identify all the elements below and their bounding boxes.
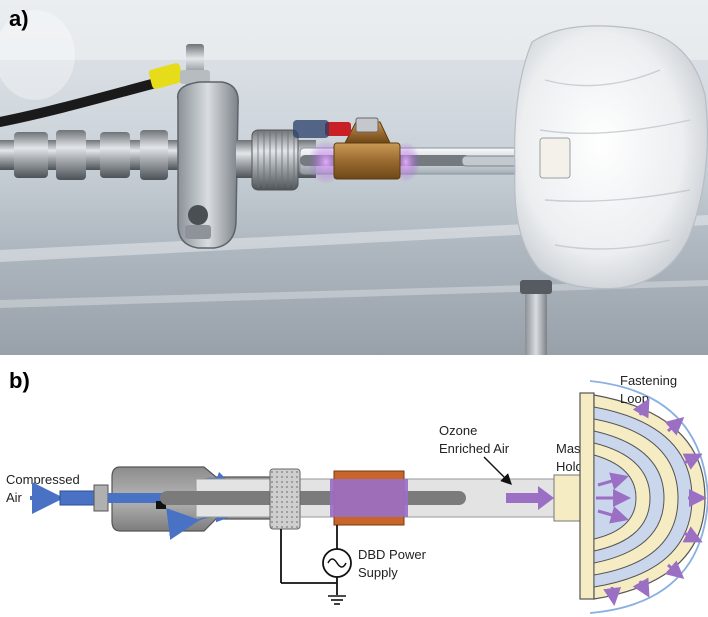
ozone-diffusion-arrow <box>682 453 703 470</box>
fitting-nut <box>14 132 48 178</box>
ozone-diffusion-arrow <box>632 398 650 419</box>
compressed-air-label-line2: Air <box>6 490 23 505</box>
inner-electrode <box>160 491 466 505</box>
flange-hole <box>188 205 208 225</box>
electrode-screw <box>355 117 379 133</box>
mask-holder <box>539 137 571 179</box>
schematic-diagram: Compressed Air DBD Power Supply Ozone En… <box>6 373 708 614</box>
fitting-nut <box>140 130 168 180</box>
cable-sleeve-yellow <box>148 63 184 89</box>
ozone-diffusion-arrow <box>664 560 685 579</box>
ozone-diffusion-arrow <box>632 577 650 598</box>
ground-icon <box>328 595 346 605</box>
panel-a-label: a) <box>9 6 29 31</box>
inner-gas-channel <box>108 493 164 503</box>
ozone-label: Ozone <box>439 423 477 438</box>
fastening-loop-label-line2: Loop <box>620 391 649 406</box>
terminal-nut <box>180 70 210 84</box>
tube-seal <box>269 468 301 530</box>
knurled-nut <box>251 129 299 191</box>
flow-arrow <box>166 508 200 540</box>
sine-wave-icon <box>327 558 347 568</box>
power-supply-label: DBD Power <box>358 547 427 562</box>
device-photo <box>0 0 708 355</box>
mask-folds <box>539 69 691 250</box>
ozone-arrow-head <box>538 486 554 510</box>
support-post <box>525 282 547 355</box>
ozone-diffusion-arrow <box>682 526 703 543</box>
panel-b-label: b) <box>9 368 30 393</box>
mask-frame <box>579 392 595 600</box>
face-mask <box>514 25 708 290</box>
copper-electrode <box>333 142 401 180</box>
ozone-diffusion-arrow <box>664 417 685 436</box>
knurl-lines <box>257 132 295 188</box>
ozone-label-line2: Enriched Air <box>439 441 510 456</box>
fitting-nut <box>100 132 130 178</box>
compressed-air-label: Compressed <box>6 472 80 487</box>
fastening-loop <box>589 380 708 614</box>
flange-clamp <box>176 81 239 249</box>
glare-spot <box>0 10 75 100</box>
ozone-pointer <box>483 456 512 485</box>
ozone-diffusion-arrow <box>603 586 622 606</box>
ozone-diffusion-arrow <box>597 506 629 524</box>
wire-connector <box>293 120 329 138</box>
inlet-fitting <box>93 484 109 512</box>
support-clamp <box>520 280 552 294</box>
fitting-nut <box>56 130 86 180</box>
plasma-region <box>330 479 408 517</box>
inlet-tube <box>59 490 97 506</box>
ozone-diffusion-arrow <box>597 472 629 490</box>
flange-bolt <box>185 225 211 239</box>
power-supply-label-line2: Supply <box>358 565 398 580</box>
fastening-loop-label: Fastening <box>620 373 677 388</box>
red-wire <box>325 122 351 136</box>
channel-end <box>156 501 166 509</box>
